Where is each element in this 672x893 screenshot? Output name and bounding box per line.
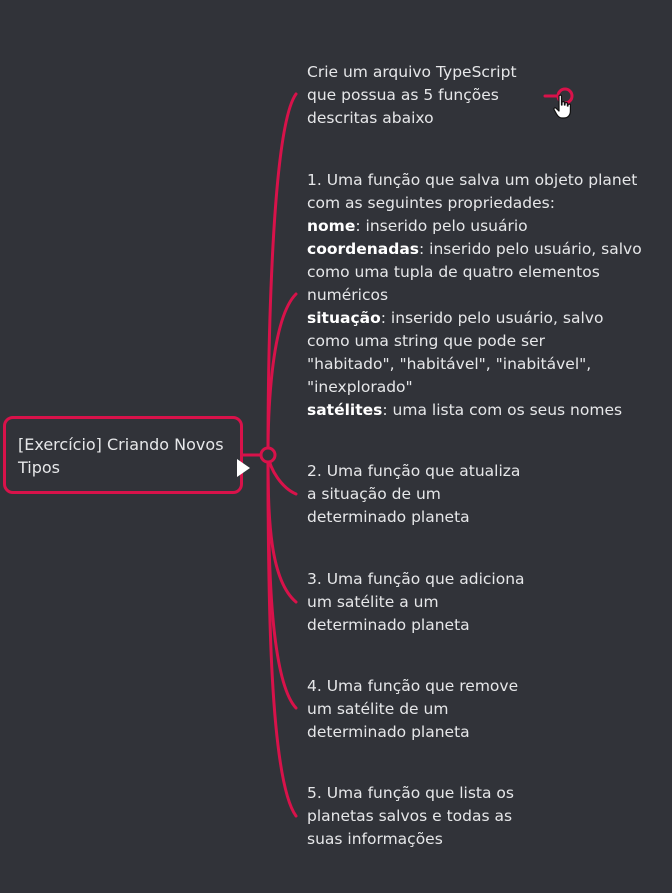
connector-branch-1 [266,92,298,457]
node-line: 5. Uma função que lista os [307,784,514,802]
node-line: a situação de um [307,485,441,503]
node-line: que possua as 5 funções [307,86,499,104]
root-topic[interactable]: [Exercício] Criando Novos Tipos [3,416,243,494]
node-line-nome: nome: inserido pelo usuário [307,215,642,238]
node-line: um satélite a um [307,593,439,611]
node-line: como uma string que pode ser [307,332,546,350]
subtopic-function-2[interactable]: 2. Uma função que atualiza a situação de… [307,460,520,529]
subtopic-function-5[interactable]: 5. Uma função que lista os planetas salv… [307,782,514,851]
node-line-situacao: situação: inserido pelo usuário, salvo [307,307,642,330]
property-name: satélites [307,401,383,419]
property-name: coordenadas [307,240,420,258]
property-name: nome [307,217,356,235]
root-topic-line-2: Tipos [18,458,61,477]
node-line: 1. Uma função que salva um objeto planet [307,171,638,189]
node-line: "inexplorado" [307,378,413,396]
connector-branch-6 [266,453,298,818]
subtopic-function-3[interactable]: 3. Uma função que adiciona um satélite a… [307,568,525,637]
node-line: planetas salvos e todas as [307,807,513,825]
node-line: Crie um arquivo TypeScript [307,63,517,81]
subtopic-intro[interactable]: Crie um arquivo TypeScript que possua as… [307,61,517,130]
hand-pointer-icon [553,94,571,119]
property-desc: : inserido pelo usuário, salvo [419,240,642,258]
node-line-coordenadas: coordenadas: inserido pelo usuário, salv… [307,238,642,261]
node-line: 2. Uma função que atualiza [307,462,521,480]
junction-circle [259,446,277,464]
root-topic-line-1: [Exercício] Criando Novos [18,435,224,454]
property-desc: : inserido pelo usuário [355,217,528,235]
node-line: 3. Uma função que adiciona [307,570,525,588]
node-line: um satélite de um [307,700,449,718]
connector-branch-2 [266,292,298,457]
node-line-satelites: satélites: uma lista com os seus nomes [307,399,642,422]
play-triangle-icon[interactable] [237,459,250,477]
property-desc: : uma lista com os seus nomes [382,401,623,419]
node-line: suas informações [307,830,443,848]
property-desc: : inserido pelo usuário, salvo [380,309,604,327]
connector-branch-4 [266,453,298,604]
node-line: como uma tupla de quatro elementos [307,263,600,281]
node-line: determinado planeta [307,616,470,634]
node-line: descritas abaixo [307,109,434,127]
node-line: com as seguintes propriedades: [307,194,555,212]
node-line: numéricos [307,286,389,304]
node-line: determinado planeta [307,723,470,741]
node-line: "habitado", "habitável", "inabitável", [307,355,592,373]
node-line: 4. Uma função que remove [307,677,519,695]
property-name: situação [307,309,381,327]
subtopic-function-4[interactable]: 4. Uma função que remove um satélite de … [307,675,518,744]
node-line: determinado planeta [307,508,470,526]
subtopic-function-1[interactable]: 1. Uma função que salva um objeto planet… [307,169,642,422]
